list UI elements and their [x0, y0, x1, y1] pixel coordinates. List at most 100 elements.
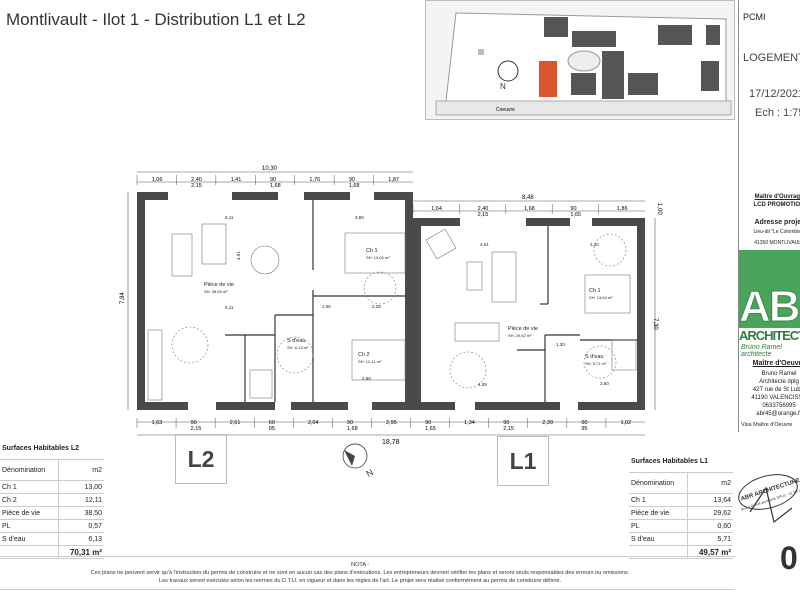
svg-text:N: N [364, 467, 375, 479]
site-plan: Coeuvre N [425, 0, 735, 120]
dimension-label: 60 [269, 420, 275, 426]
nota-line: Les travaux seront exécutés selon les no… [158, 578, 562, 584]
dimension-label: 90 [270, 177, 276, 183]
architect-stamp: ABR ARCHITECTURE Bruno Ramel architecte … [738, 471, 800, 524]
page-title: Montlivault - Ilot 1 - Distribution L1 e… [6, 10, 306, 29]
room-area: SH: 29,62 m² [508, 333, 532, 338]
architect-line: abr45@orange.fr [756, 411, 800, 417]
logo-tagline: Bruno Ramel architecte [741, 344, 782, 358]
dimension-label: 1,02 [620, 420, 631, 426]
table-total: 49,57 m² [687, 545, 733, 559]
dimension-label: 2,15 [478, 212, 489, 218]
room-name: Ch 1 [589, 288, 601, 294]
l2-total-width: 10,30 [262, 166, 278, 172]
dimension-label: 1,76 [309, 177, 320, 183]
table-title: Surfaces Habitables L1 [629, 450, 733, 473]
title-block: PCMI LOGEMENTS 17/12/2021 Ech : 1:75 Maî… [738, 0, 800, 432]
dimension-label: 2,40 [191, 177, 202, 183]
visa-label: Visa Maître d'Oeuvre [741, 422, 793, 428]
l1-total-width: 8,48 [522, 195, 534, 201]
svg-text:N: N [500, 82, 506, 91]
dimension-label: 90 [570, 206, 576, 212]
room-area: SH: 38,50 m² [204, 289, 228, 294]
dimension-label: 1,65 [425, 426, 436, 432]
l2-depth: 7,84 [120, 292, 126, 304]
sheet-name: LOGEMENTS [743, 52, 800, 64]
room-area: SH: 5,71 m² [585, 361, 607, 366]
dim: 4,91 [236, 251, 241, 260]
dimension-label: 2,95 [386, 420, 397, 426]
architect-line: 0633756995 [762, 403, 796, 409]
column-header: m2 [687, 472, 733, 494]
l1-offset: 1,00 [656, 203, 662, 215]
table-title: Surfaces Habitables L2 [0, 437, 104, 460]
column-header: Dénomination [0, 459, 59, 481]
dimension-label: 90 [503, 420, 509, 426]
dim: 2,80 [362, 376, 371, 381]
dimension-label: 1,68 [524, 206, 535, 212]
dim: 4,61 [480, 242, 489, 247]
room-area: SH: 12,11 m² [358, 359, 382, 364]
dim: 2,28 [372, 304, 381, 309]
room-name: S d'eau [585, 354, 603, 360]
logo: ABR [738, 282, 800, 332]
dimension-label: 90 [347, 420, 353, 426]
nota-line: Ces plans ne peuvent servir qu'à l'instr… [90, 570, 630, 576]
dim: 1,30 [556, 342, 565, 347]
room-name: Pièce de vie [508, 326, 538, 332]
dimension-label: 95 [269, 426, 275, 432]
table-total: 70,31 m² [58, 545, 104, 559]
dimension-label: 1,63 [152, 420, 163, 426]
phase: PCMI [743, 12, 766, 22]
nota-heading: NOTA : [351, 562, 369, 568]
dim: 3,60 [355, 215, 364, 220]
dimension-label: 90 [191, 420, 197, 426]
dimension-label: 1,68 [347, 426, 358, 432]
address-heading: Adresse projet [754, 219, 800, 226]
highlight-lot [539, 61, 557, 97]
dim: 6,11 [225, 215, 234, 220]
dimension-label: 2,15 [191, 183, 202, 189]
address-city: 41350 MONTLIVAULT [754, 240, 800, 246]
compass-icon: N [342, 443, 375, 479]
dimension-label: 90 [349, 177, 355, 183]
room-name: S d'eau [287, 338, 305, 344]
room-name: Pièce de vie [204, 282, 234, 288]
architect-line: 41190 VALENCISSE [751, 395, 800, 401]
architect-heading: Maître d'Oeuvre [752, 360, 800, 367]
dim: 1,05 [322, 304, 331, 309]
dimension-label: 1,64 [431, 206, 442, 212]
dim: 2,60 [600, 381, 609, 386]
architect-line: Bruno Ramel [761, 371, 797, 377]
l2-label: L2 [175, 434, 227, 484]
dim: 6,11 [225, 305, 234, 310]
column-header: m2 [58, 459, 104, 481]
architect-line: Architecte dplg [759, 379, 799, 385]
l1-depth: 7,30 [652, 318, 658, 330]
dimension-label: 2,15 [191, 426, 202, 432]
dimension-label: 2,15 [503, 426, 514, 432]
logo-background [739, 250, 800, 328]
dimension-label: 1,87 [388, 177, 399, 183]
page-index: 0 [780, 540, 798, 576]
room-area: SH: 6,13 m² [287, 345, 309, 350]
dimension-label: 95 [581, 426, 587, 432]
dimension-label: 2,04 [308, 420, 319, 426]
room-area: SH: 13,64 m² [589, 295, 613, 300]
l1-label: L1 [497, 436, 549, 486]
dimension-label: 1,65 [570, 212, 581, 218]
address-line: Lieu-dit "Le Colombier" [753, 229, 800, 235]
dim: 3,10 [590, 242, 599, 247]
logo-word: ARCHITECTURE [739, 328, 800, 343]
date: 17/12/2021 [749, 88, 800, 100]
dimension-label: 1,68 [270, 183, 281, 189]
